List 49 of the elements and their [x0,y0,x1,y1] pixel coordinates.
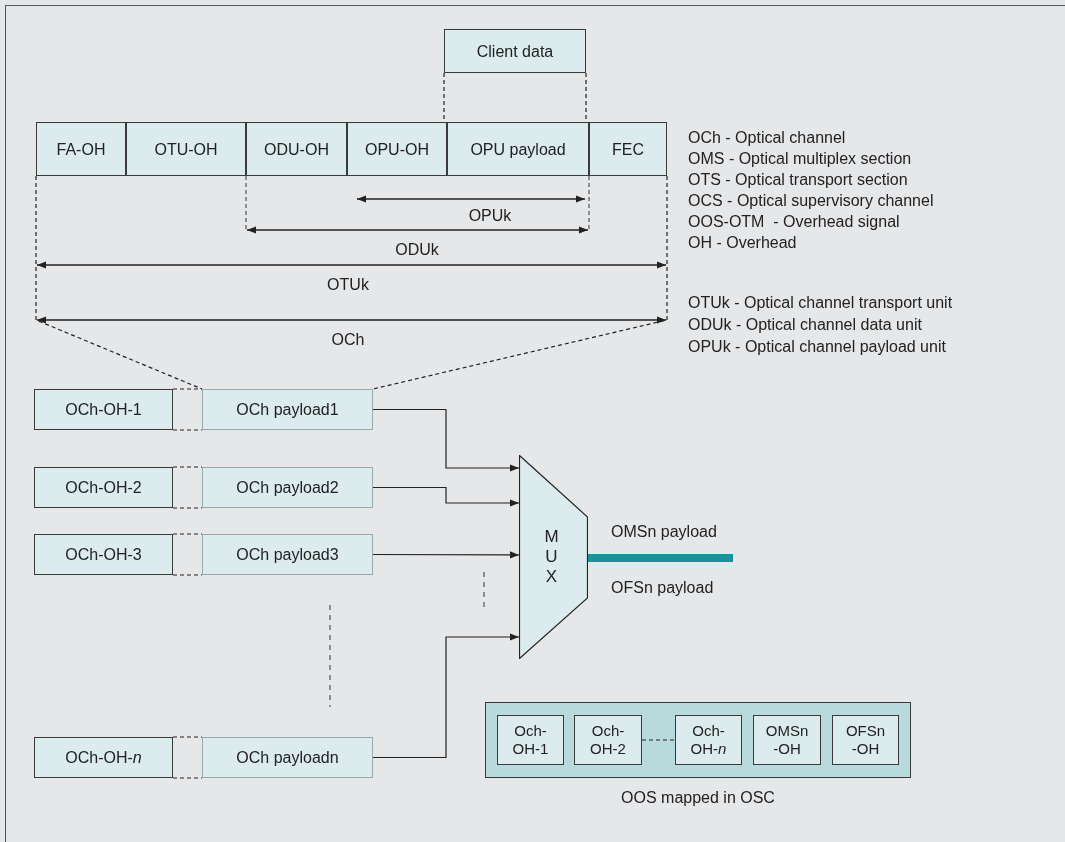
field-box: Och- OH-2 [574,715,642,765]
abbreviation-text: OCh - Optical channel [688,128,846,147]
abbreviation-text: OTUk - Optical channel transport unit [688,293,953,312]
field-box: OPU payload [447,122,589,176]
dimension-label: ODUk [395,240,439,259]
caption-text: OOS mapped in OSC [621,788,775,807]
dashed-connector [172,736,203,779]
dimension-label: OTUk [327,275,369,294]
field-box: OPU-OH [347,122,447,176]
field-box: OTU-OH [126,122,246,176]
dashed-connector [172,533,203,576]
mux-label: MUX [544,527,559,587]
signal-label: OFSn payload [611,578,714,597]
abbreviation-text: OMS - Optical multiplex section [688,149,912,168]
field-box: OCh-OH-n [34,737,173,778]
signal-label: OMSn payload [611,522,717,541]
dimension-label: OPUk [468,206,512,225]
arrow [372,408,520,472]
field-box: OCh payload1 [202,389,373,430]
arrow [372,551,520,559]
field-box: OMSn -OH [753,715,821,765]
abbreviation-text: ODUk - Optical channel data unit [688,315,922,334]
field-box: OFSn -OH [832,715,899,765]
dashed-connector [172,388,203,431]
field-box: ODU-OH [246,122,347,176]
dashed-connector [172,466,203,509]
client-data-box: Client data [444,29,586,73]
arrow [372,633,520,759]
arrow [372,486,520,507]
field-box: FA-OH [36,122,126,176]
field-box: OCh-OH-1 [34,389,173,430]
field-box: OCh-OH-2 [34,467,173,508]
abbreviation-text: OOS-OTM - Overhead signal [688,212,900,231]
dashed-connector [641,739,676,741]
field-box: FEC [589,122,667,176]
dashed-connector [35,175,203,390]
field-box: OCh payloadn [202,737,373,778]
abbreviation-text: OCS - Optical supervisory channel [688,191,934,210]
abbreviation-text: OTS - Optical transport section [688,170,908,189]
dashed-connector [372,175,668,390]
field-box: Och- OH-1 [497,715,564,765]
field-box: Och- OH-n [675,715,742,765]
field-box: OCh payload2 [202,467,373,508]
field-box: OCh-OH-3 [34,534,173,575]
osc-frame-box [485,702,911,778]
dimension-label: OCh [331,330,365,349]
field-box: OCh payload3 [202,534,373,575]
abbreviation-text: OPUk - Optical channel payload unit [688,337,946,356]
abbreviation-text: OH - Overhead [688,233,797,252]
